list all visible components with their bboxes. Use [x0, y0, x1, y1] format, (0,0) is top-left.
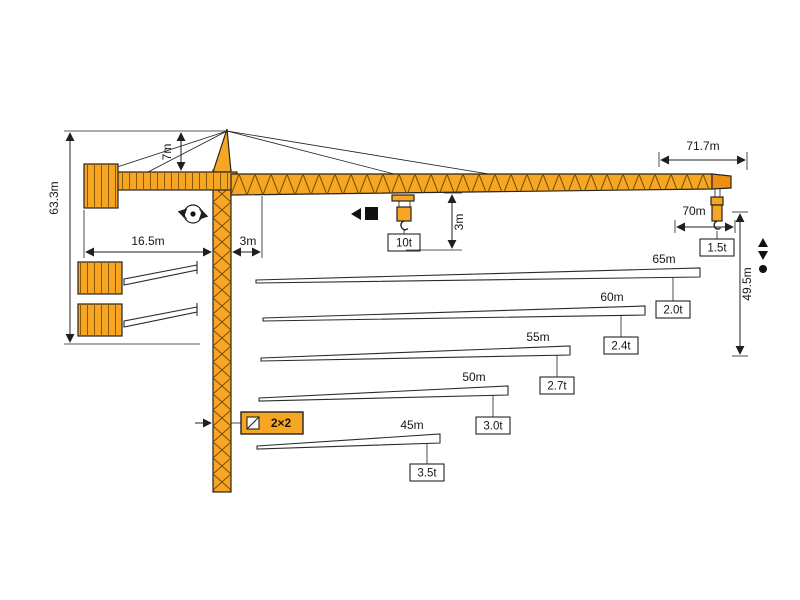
capacity-label: 2.4t [611, 341, 631, 353]
jib-wedge [256, 433, 441, 450]
load-chart-row-45m: 45m 3.5t [256, 418, 445, 482]
load-chart: 65m 2.0t 60m 2.4t 55m 2.7t 50m 3.0t [255, 252, 701, 482]
jib-lattice [231, 174, 712, 195]
trolley-assembly: 10t [387, 194, 421, 252]
capacity-label: 3.5t [417, 468, 437, 480]
capacity-label: 2.7t [547, 381, 567, 393]
slewing-symbol [177, 204, 209, 224]
hook-block [711, 204, 723, 222]
load-chart-row-65m: 65m 2.0t [255, 252, 701, 319]
arrow-up-icon [758, 238, 768, 247]
capacity-box [655, 300, 691, 319]
max-capacity-box [387, 233, 421, 252]
slewing-center-dot [190, 211, 196, 217]
jib-wedge [260, 345, 571, 362]
pendant-lines [101, 130, 508, 178]
jib-length-label: 50m [462, 370, 485, 384]
counter-jib-hatch [112, 172, 237, 190]
jib-length-label: 60m [600, 290, 623, 304]
ballast-row-1 [77, 261, 198, 295]
arrow-down-icon [758, 251, 768, 260]
jib-length-label: 45m [400, 418, 423, 432]
jib-length-label: 65m [652, 252, 675, 266]
capacity-label: 3.0t [483, 421, 503, 433]
apex-height-label: 7m [160, 144, 174, 161]
jib-total-label: 71.7m [686, 139, 719, 153]
capacity-box [475, 416, 511, 435]
jib-wedge [262, 305, 646, 322]
tower-mast [212, 128, 232, 493]
dimension-overall-height: 63.3m [47, 130, 226, 345]
reeving-pulley-rope [246, 416, 260, 430]
tower-lattice [213, 170, 231, 492]
jib-wedge [255, 267, 701, 284]
jib-tip [711, 173, 732, 190]
max-radius-label: 70m [682, 204, 705, 218]
capacity-box [539, 376, 575, 395]
slewing-arrow-left [177, 208, 188, 220]
trolley-travel-symbol [351, 207, 378, 220]
overall-height-label: 63.3m [47, 181, 61, 214]
tip-capacity-label: 1.5t [707, 243, 727, 255]
anchor-bar [123, 306, 198, 328]
dimension-trolley-drop: 3m [406, 192, 466, 251]
jib-wedge [258, 385, 509, 402]
dimension-apex-height: 7m [160, 132, 186, 171]
dimension-counter-radius: 16.5m [83, 210, 212, 258]
reeving-callout: 2×2 [195, 411, 304, 435]
reeving-label: 2×2 [271, 416, 292, 430]
max-capacity-label: 10t [396, 238, 413, 250]
dimension-front-offset: 3m [232, 196, 263, 258]
anchor-bar [123, 264, 198, 286]
counterweight-hatch [84, 164, 118, 208]
trolley-square-icon [365, 207, 378, 220]
dimension-jib-total: 71.7m [658, 139, 748, 170]
ballast-hatch [78, 304, 122, 336]
dimension-max-radius: 70m [674, 204, 736, 233]
tower-apex [212, 128, 232, 173]
tip-hook-assembly: 1.5t [699, 189, 735, 257]
counter-radius-label: 16.5m [131, 234, 164, 248]
main-jib [230, 173, 732, 196]
load-chart-row-60m: 60m 2.4t [262, 290, 646, 355]
pendant-right-long [226, 130, 508, 178]
pulley-block [710, 196, 724, 206]
ballast-row-2 [77, 303, 198, 337]
jib-length-label: 55m [526, 330, 549, 344]
arrow-left-icon [351, 208, 361, 220]
hook-icon [400, 220, 409, 231]
tip-capacity-box [699, 238, 735, 257]
load-chart-row-50m: 50m 3.0t [258, 370, 511, 435]
front-offset-label: 3m [240, 234, 257, 248]
trolley-drop-label: 3m [452, 214, 466, 231]
hook-height-label: 49.5m [740, 267, 754, 300]
trolley [391, 194, 415, 202]
load-chart-row-55m: 55m 2.7t [260, 330, 575, 395]
pendant-left-long [101, 130, 228, 173]
capacity-box [409, 463, 445, 482]
pendant-left-short [147, 130, 228, 173]
hook-block [396, 206, 412, 222]
ballast-hatch [78, 262, 122, 294]
hoist-dot-icon [759, 265, 767, 273]
pendant-right-short [226, 130, 399, 176]
capacity-label: 2.0t [663, 305, 683, 317]
hook-icon [713, 220, 721, 230]
capacity-box [603, 336, 639, 355]
hoist-motion-symbol [758, 238, 768, 273]
dimension-hook-height: 49.5m [732, 211, 754, 357]
slewing-arrow-right [198, 208, 209, 220]
counter-jib [83, 163, 238, 209]
